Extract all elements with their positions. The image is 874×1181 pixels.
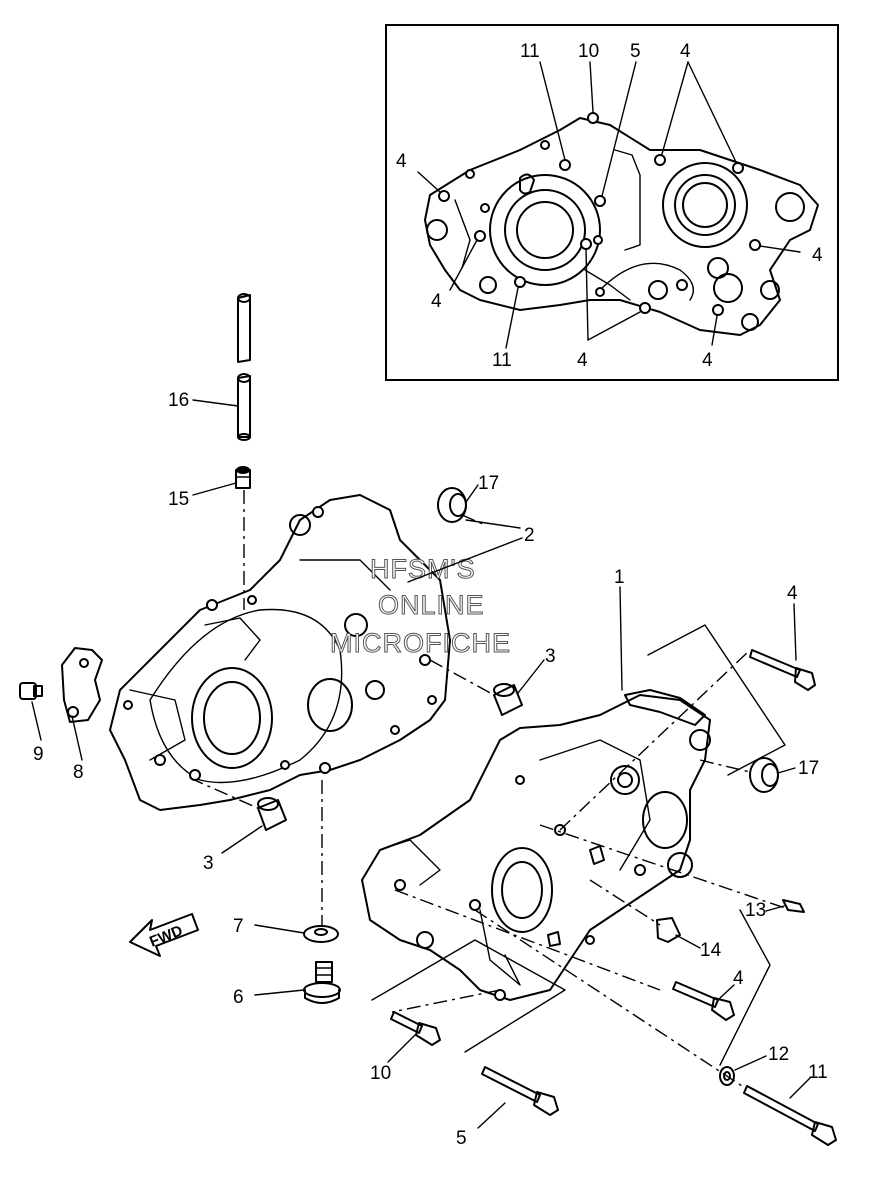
drain-bolt-6: [303, 961, 341, 1004]
callout-8: 8: [73, 762, 84, 783]
washer-12: [719, 1066, 735, 1086]
callout-15: 15: [168, 489, 189, 510]
inset-callout-4-top-right: 4: [680, 41, 691, 62]
screw-13: [782, 899, 805, 913]
callout-3-lower: 3: [203, 853, 214, 874]
inset-callout-4-bottom-right: 4: [702, 350, 713, 371]
callout-17-lower: 17: [798, 758, 819, 779]
right-case-bolt-holes: [394, 775, 646, 1001]
inset-leader-lines: [417, 61, 801, 349]
bolt-4-upper: [749, 649, 816, 691]
bracket-8: [61, 647, 103, 723]
bolt-9: [19, 682, 43, 700]
callout-labels: 1 2 3 3 4 4 5 6 7 8 9 10 11 12 13 14 15 …: [33, 390, 828, 1149]
callout-1: 1: [614, 567, 625, 588]
callout-13: 13: [745, 900, 766, 921]
inset-callout-4-lower-left: 4: [431, 291, 442, 312]
callout-12: 12: [768, 1044, 789, 1065]
callout-17-upper: 17: [478, 473, 499, 494]
inset-callout-4-bottom-center: 4: [577, 350, 588, 371]
pipe-16: [237, 293, 251, 441]
bolt-10: [390, 1011, 441, 1046]
callout-10: 10: [370, 1063, 391, 1084]
inset-callout-10: 10: [578, 41, 599, 62]
bolt-4-lower: [672, 981, 735, 1021]
dowel-pin-3-lower: [257, 797, 287, 831]
callout-4-upper: 4: [787, 583, 798, 604]
callout-5: 5: [456, 1128, 467, 1149]
callout-11: 11: [808, 1062, 828, 1083]
callout-7: 7: [233, 916, 244, 937]
bracket-lines: [371, 519, 786, 1066]
inset-callout-11-bottom: 11: [492, 350, 512, 371]
forward-direction-arrow: FWD: [129, 913, 199, 957]
fwd-label: FWD: [147, 922, 185, 951]
callout-14: 14: [700, 940, 722, 961]
inset-callout-4-right: 4: [812, 245, 823, 266]
callout-9: 9: [33, 744, 44, 765]
bolt-11: [743, 1085, 837, 1146]
assembly-center-lines: [189, 490, 786, 1089]
callout-16: 16: [168, 390, 189, 411]
inset-view: 11 10 5 4 4 4 4 11 4 4: [385, 24, 839, 381]
callout-4-lower: 4: [733, 968, 744, 989]
callout-6: 6: [233, 987, 244, 1008]
callout-2: 2: [524, 525, 535, 546]
watermark-line-2: ONLINE: [378, 590, 485, 620]
inset-bolt-holes: [438, 112, 761, 316]
callout-3-upper: 3: [545, 646, 556, 667]
inset-callout-labels: 11 10 5 4 4 4 4 11 4 4: [396, 41, 823, 371]
oil-seal-17-upper: [437, 487, 467, 523]
fitting-15: [235, 466, 251, 489]
left-case-bolt-holes: [123, 506, 437, 781]
watermark-line-3: MICROFICHE: [330, 628, 511, 658]
inset-crankcase-drawing: [424, 112, 819, 336]
left-crankcase-half: [109, 494, 451, 811]
clip-14: [656, 917, 681, 943]
inset-callout-11-top: 11: [520, 41, 540, 62]
oil-seal-17-lower: [749, 757, 779, 793]
washer-7: [303, 925, 339, 943]
inset-callout-4-left: 4: [396, 151, 407, 172]
watermark: HFSM'S ONLINE MICROFICHE: [330, 554, 511, 659]
dowel-pin-3-upper: [493, 683, 523, 716]
watermark-line-1: HFSM'S: [370, 554, 476, 584]
bolt-5: [481, 1066, 559, 1116]
leader-lines: [31, 399, 811, 1129]
right-crankcase-half: [361, 689, 711, 1001]
inset-callout-5: 5: [630, 41, 641, 62]
inset-frame: [385, 24, 839, 381]
